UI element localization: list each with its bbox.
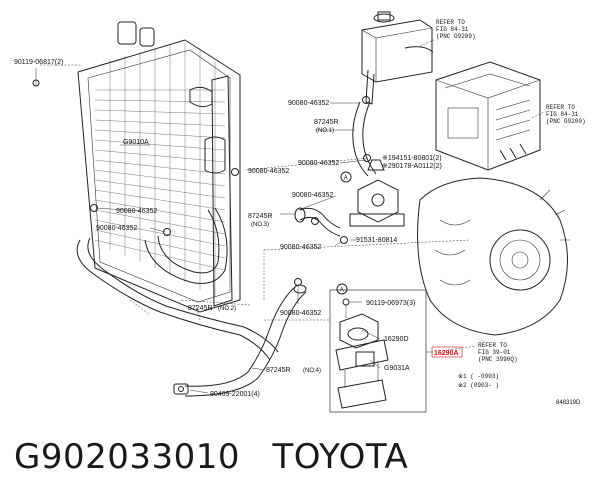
hose-no2 <box>76 207 279 361</box>
label-87245r-no1[interactable]: 87245R <box>314 119 339 126</box>
label-g9031a[interactable]: G9031A <box>384 365 410 372</box>
callout-a-lower: A <box>336 283 348 295</box>
svg-text:REFER TO: REFER TO <box>478 342 507 349</box>
svg-text:A: A <box>340 288 344 294</box>
reservoir-drawing <box>361 11 434 105</box>
svg-text:(PNC G9209): (PNC G9209) <box>436 33 476 40</box>
bolt-icon <box>32 79 40 87</box>
water-pump-upper-drawing <box>340 159 405 244</box>
label-94151-80801[interactable]: ※194151-80801(2) <box>382 155 442 162</box>
leader-lines <box>35 39 545 394</box>
note-2: ※2 (0903- ) <box>458 382 499 389</box>
label-g9010a[interactable]: G9010A <box>123 139 149 146</box>
label-90119-06973[interactable]: 90119-06973(3) <box>366 300 415 307</box>
note-1: ※1 ( -0903) <box>458 373 499 380</box>
label-90119-06817[interactable]: 90119-06817(2) <box>14 59 63 66</box>
inset-box <box>329 289 427 413</box>
label-90178-a0112[interactable]: ※290178-A0112(2) <box>382 163 442 170</box>
svg-text:FIG 39-01: FIG 39-01 <box>478 349 511 356</box>
label-87245r-no4[interactable]: 87245R <box>266 367 291 374</box>
label-90469-22001[interactable]: 90469-22001(4) <box>210 391 260 398</box>
svg-text:REFER TO: REFER TO <box>436 19 465 26</box>
hose-no3 <box>294 207 341 237</box>
svg-text:REFER TO: REFER TO <box>546 104 575 111</box>
part-number: G902033010 <box>14 437 241 477</box>
label-87245r-no3-sub: (NO.3) <box>251 222 269 228</box>
highlight-box <box>431 346 463 358</box>
hose-no4 <box>184 284 307 397</box>
label-87245r-no4-sub: (NO.4) <box>303 368 321 374</box>
label-91531-80814[interactable]: 91531-80814 <box>356 237 397 244</box>
label-87245r-no3[interactable]: 87245R <box>248 213 273 220</box>
label-90080-46352-c[interactable]: 90080-46352 <box>248 168 289 175</box>
label-90080-46352-b[interactable]: 90080-46352 <box>298 160 339 167</box>
svg-text:FIG 84-31: FIG 84-31 <box>546 111 579 118</box>
label-90080-46352-e[interactable]: 90080-46352 <box>96 225 137 232</box>
hose-no1 <box>352 101 377 177</box>
svg-text:(PNC G9200): (PNC G9200) <box>546 118 586 125</box>
label-16290a-highlighted[interactable]: 16290A <box>434 350 459 357</box>
parts-diagram: A A 90119-06817(2) G9010A 90080-46352 87… <box>14 11 586 413</box>
inverter-drawing <box>435 61 541 171</box>
label-90080-46352-g[interactable]: 90080-46352 <box>280 244 321 251</box>
svg-text:A: A <box>344 176 348 182</box>
radiator-drawing <box>77 21 241 313</box>
label-87245r-no2-sub: (NO.2) <box>218 306 236 312</box>
caption: G902033010 TOYOTA <box>14 432 594 482</box>
transaxle-drawing <box>417 177 570 336</box>
callout-a-upper: A <box>340 171 352 183</box>
label-90080-46352-h[interactable]: 90080-46352 <box>280 310 321 317</box>
diagram-id: 848319D <box>556 400 581 406</box>
refer-to-g9209[interactable]: REFER TO FIG 84-31 (PNC G9209) <box>436 19 476 40</box>
water-pump-assembly-drawing <box>335 298 389 409</box>
clip-icon <box>173 383 189 395</box>
label-87245r-no1-sub: (NO.1) <box>316 128 334 134</box>
refer-to-3990q[interactable]: REFER TO FIG 39-01 (PNC 3990Q) <box>478 342 518 363</box>
label-90080-46352-f[interactable]: 90080-46352 <box>292 192 333 199</box>
label-87245r-no2[interactable]: 87245R <box>188 305 213 312</box>
label-90080-46352-d[interactable]: 90080-46352 <box>116 208 157 215</box>
svg-text:(PNC 3990Q): (PNC 3990Q) <box>478 356 518 363</box>
label-90080-46352-a[interactable]: 90080-46352 <box>288 100 329 107</box>
refer-to-g9200[interactable]: REFER TO FIG 84-31 (PNC G9200) <box>546 104 586 125</box>
brand-name: TOYOTA <box>272 437 409 477</box>
svg-text:FIG 84-31: FIG 84-31 <box>436 26 469 33</box>
label-16290d[interactable]: 16290D <box>384 336 409 343</box>
